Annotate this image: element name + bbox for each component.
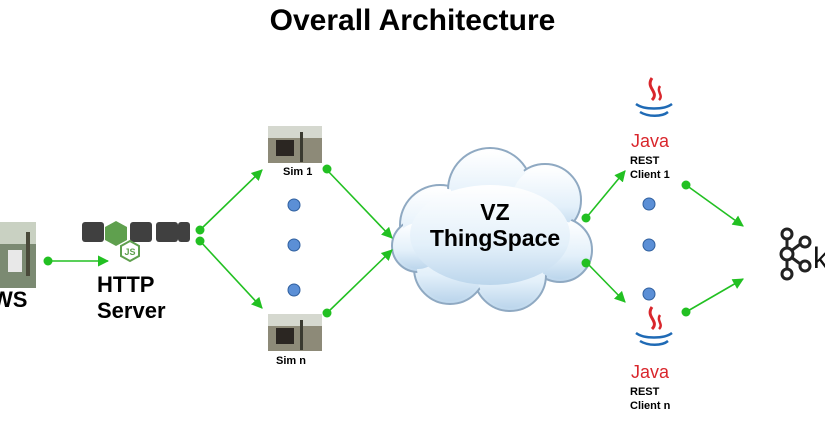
kafka-label: k <box>813 242 825 275</box>
endpoint-server-bottom <box>195 236 205 246</box>
http-server-label-line1: HTTP <box>97 272 155 297</box>
rest-client-1-label-line2: Client 1 <box>630 169 670 181</box>
endpoint-server-top <box>195 225 205 235</box>
rest-client-1-label-line1: REST <box>630 155 660 167</box>
endpoint-client1 <box>681 180 691 190</box>
http-server-label-line2: Server <box>97 298 166 323</box>
nodejs-badge-text: JS <box>124 247 135 257</box>
endpoint-simn <box>322 308 332 318</box>
arrow-clientn-to-kafka <box>685 278 744 313</box>
cloud-label-line1: VZ <box>480 199 510 225</box>
sim-ellipsis-dot <box>287 283 301 297</box>
nodejs-logo-icon: JS <box>82 221 190 263</box>
sim-1-label: Sim 1 <box>283 166 313 178</box>
endpoint-ws <box>43 256 53 266</box>
endpoint-sim1 <box>322 164 332 174</box>
left-node-label: WS <box>0 287 28 312</box>
arrow-cloud-to-clientn <box>585 261 626 303</box>
diagram-title: Overall Architecture <box>269 4 556 37</box>
java-logo-top-icon: Java <box>631 77 673 151</box>
cloud-label-line2: ThingSpace <box>429 225 561 251</box>
sim-ellipsis-dot <box>287 238 301 252</box>
endpoint-cloud-bottom <box>581 258 591 268</box>
arrow-server-to-simn <box>199 240 263 309</box>
kafka-logo-icon <box>779 227 812 281</box>
cloud-label: VZ ThingSpace <box>400 199 590 251</box>
java-logo-bottom-icon: Java <box>631 306 673 382</box>
arrow-cloud-to-client1 <box>585 170 626 219</box>
cloud-shape <box>391 147 593 312</box>
sim-n-photo <box>268 314 322 351</box>
arrow-server-to-sim1 <box>199 169 263 231</box>
endpoint-clientn <box>681 307 691 317</box>
rest-client-n-label-line2: Client n <box>630 400 671 412</box>
client-ellipsis-dot <box>642 287 656 301</box>
arrow-simn-to-cloud <box>326 249 393 314</box>
client-ellipsis-dot <box>642 197 656 211</box>
sim-1-photo <box>268 126 322 163</box>
arrow-client1-to-kafka <box>685 184 744 227</box>
left-node-photo <box>0 222 36 288</box>
sim-ellipsis-dot <box>287 198 301 212</box>
arrow-sim1-to-cloud <box>326 169 393 239</box>
rest-client-n-label-line1: REST <box>630 386 660 398</box>
java-logo-top-text: Java <box>631 131 670 151</box>
endpoint-cloud-top <box>581 213 591 223</box>
java-logo-bottom-text: Java <box>631 362 670 382</box>
client-ellipsis-dot <box>642 238 656 252</box>
sim-n-label: Sim n <box>276 355 306 367</box>
